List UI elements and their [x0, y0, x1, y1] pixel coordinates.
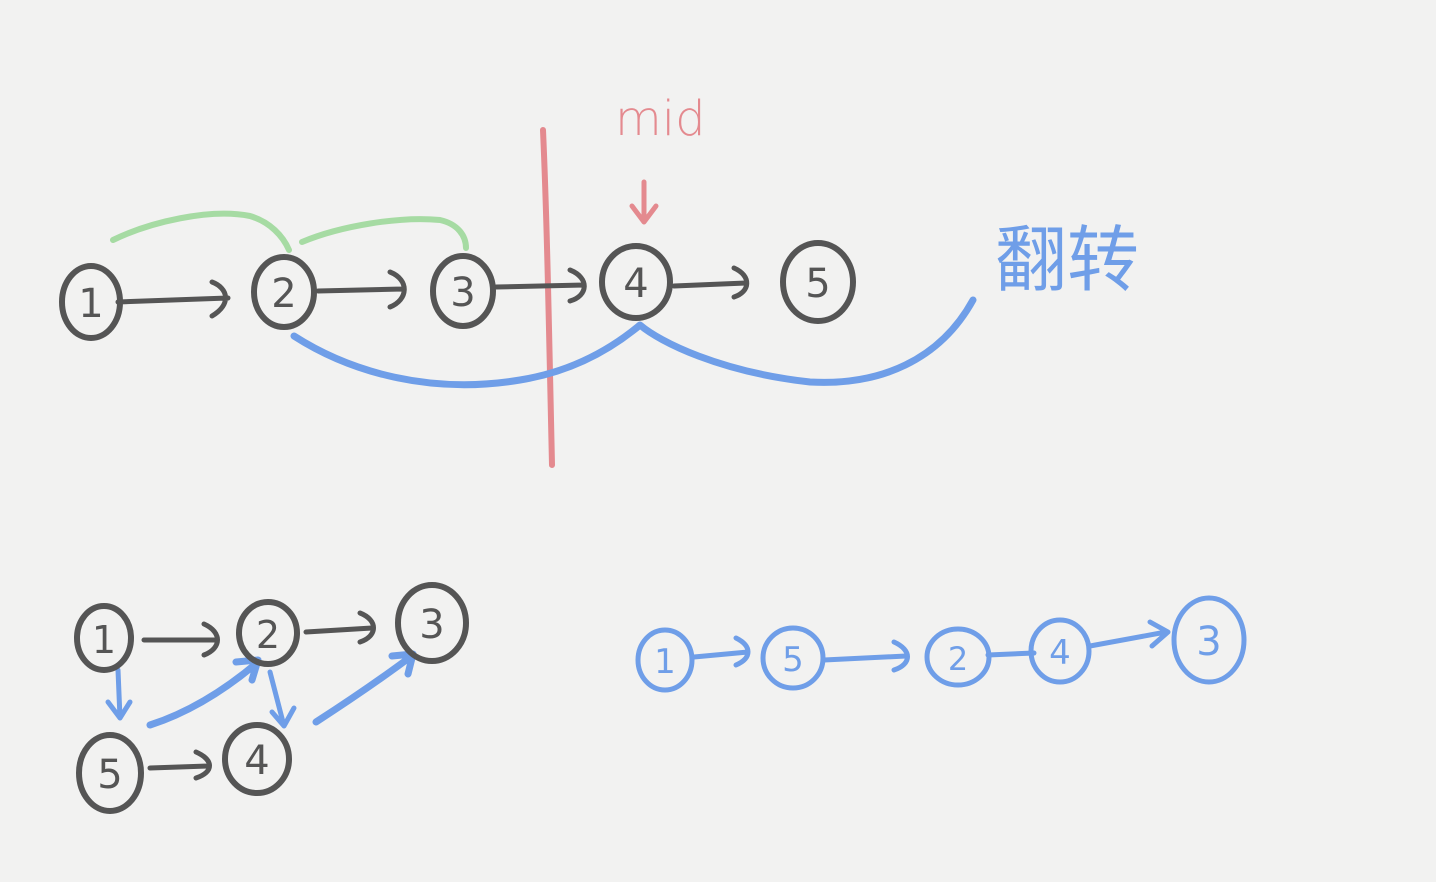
result-node-3: 3 [1171, 595, 1247, 685]
svg-text:3: 3 [419, 602, 444, 648]
svg-text:5: 5 [782, 640, 804, 680]
res-arrow-4-3 [1087, 619, 1171, 649]
bl-blue-1-5 [105, 667, 133, 721]
bl-blue-5-2 [146, 656, 262, 729]
green-arc-2 [299, 216, 469, 251]
top-node-4: 4 [599, 243, 673, 321]
reverse-curve [290, 296, 977, 389]
bottom-left-diagram: 1 2 3 5 4 [74, 582, 469, 814]
svg-text:3: 3 [450, 270, 475, 316]
bl-arrow-1-2 [141, 621, 220, 658]
green-arc-1 [110, 210, 292, 253]
mid-label: mid [615, 91, 706, 147]
top-arrow-4-5 [671, 265, 750, 300]
svg-text:4: 4 [623, 261, 648, 307]
svg-text:2: 2 [948, 640, 968, 678]
svg-text:4: 4 [244, 738, 269, 784]
result-node-2: 2 [924, 626, 992, 688]
top-arrow-1-2 [115, 279, 231, 319]
svg-text:4: 4 [1049, 633, 1071, 673]
bl-node-5: 5 [76, 732, 144, 814]
top-node-2: 2 [251, 254, 317, 330]
res-arrow-1-5 [691, 635, 751, 668]
mid-divider-line [540, 127, 555, 468]
res-arrow-5-2 [821, 639, 910, 673]
result-node-1: 1 [635, 627, 695, 693]
bl-node-2: 2 [236, 599, 300, 667]
svg-text:5: 5 [805, 261, 830, 307]
res-arrow-2-4 [985, 650, 1037, 658]
reverse-label: 翻转 [995, 218, 1139, 302]
top-node-3: 3 [430, 253, 496, 329]
bl-arrow-2-3 [303, 610, 376, 645]
top-node-1: 1 [59, 263, 123, 341]
top-arrow-3-4 [493, 267, 587, 304]
top-linked-list: 1 2 3 4 5 mid 翻转 [59, 91, 1139, 468]
svg-text:1: 1 [78, 281, 103, 327]
svg-text:2: 2 [271, 271, 296, 317]
bl-blue-4-3 [312, 650, 417, 726]
bl-arrow-5-4 [147, 749, 212, 781]
result-node-4: 4 [1028, 617, 1092, 685]
svg-text:1: 1 [92, 618, 116, 662]
bl-node-4: 4 [222, 722, 292, 796]
bl-node-1: 1 [74, 603, 134, 673]
top-node-5: 5 [780, 240, 856, 324]
bl-node-3: 3 [395, 582, 469, 664]
bl-blue-2-4 [267, 669, 297, 729]
result-linked-list: 1 5 2 4 3 [635, 595, 1247, 693]
result-node-5: 5 [760, 625, 826, 691]
mid-arrow [629, 179, 659, 225]
svg-text:2: 2 [256, 613, 280, 657]
svg-text:1: 1 [654, 642, 676, 682]
svg-text:3: 3 [1196, 619, 1221, 665]
svg-text:5: 5 [97, 752, 122, 798]
top-arrow-2-3 [315, 269, 407, 310]
